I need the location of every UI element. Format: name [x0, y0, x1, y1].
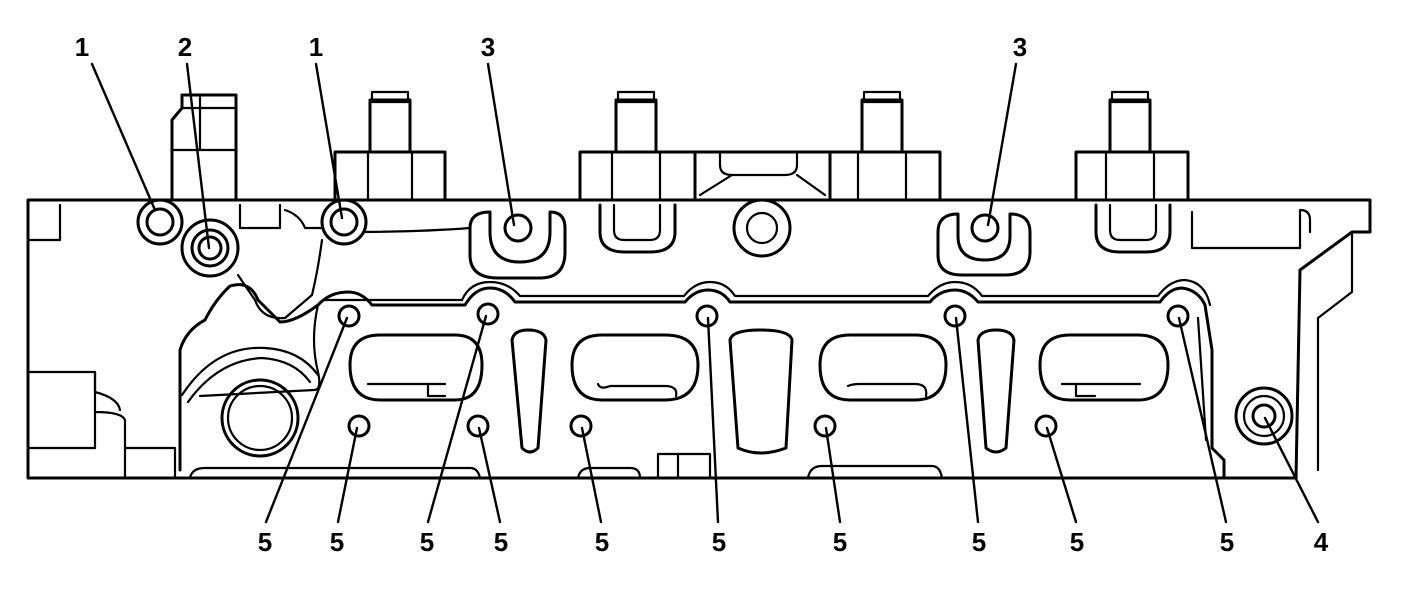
callout-5-i: 5: [1070, 527, 1084, 557]
callout-5-a: 5: [258, 527, 272, 557]
callout-5-e: 5: [595, 527, 609, 557]
item-3-holes: [503, 213, 1000, 243]
callout-4: 4: [1314, 527, 1329, 557]
top-bosses: [170, 90, 1190, 202]
leader-lines: [90, 62, 1320, 524]
callout-2: 2: [178, 32, 192, 62]
callout-5-g: 5: [833, 527, 847, 557]
callout-5-c: 5: [420, 527, 434, 557]
upper-jacket: [236, 198, 1172, 320]
item-1-holes: [136, 198, 368, 246]
item-5-holes: [337, 302, 1190, 438]
callout-5-d: 5: [494, 527, 508, 557]
callout-1-left: 1: [75, 32, 89, 62]
callout-5-h: 5: [972, 527, 986, 557]
left-plug: [180, 346, 320, 458]
water-passages: [510, 328, 1016, 455]
item-4-plug: [1234, 386, 1294, 446]
callout-5-j: 5: [1220, 527, 1234, 557]
callout-labels: 1 2 1 3 3 5 5 5 5 5 5 5 5 5 5 4: [75, 32, 1329, 557]
head-outline: [26, 198, 1372, 480]
callout-3-right: 3: [1013, 32, 1027, 62]
callout-5-f: 5: [712, 527, 726, 557]
callout-3-left: 3: [481, 32, 495, 62]
deck-gasket-line: [178, 278, 1226, 480]
combustion-chambers: [348, 333, 1170, 402]
callout-1-right: 1: [309, 32, 323, 62]
callout-5-b: 5: [330, 527, 344, 557]
